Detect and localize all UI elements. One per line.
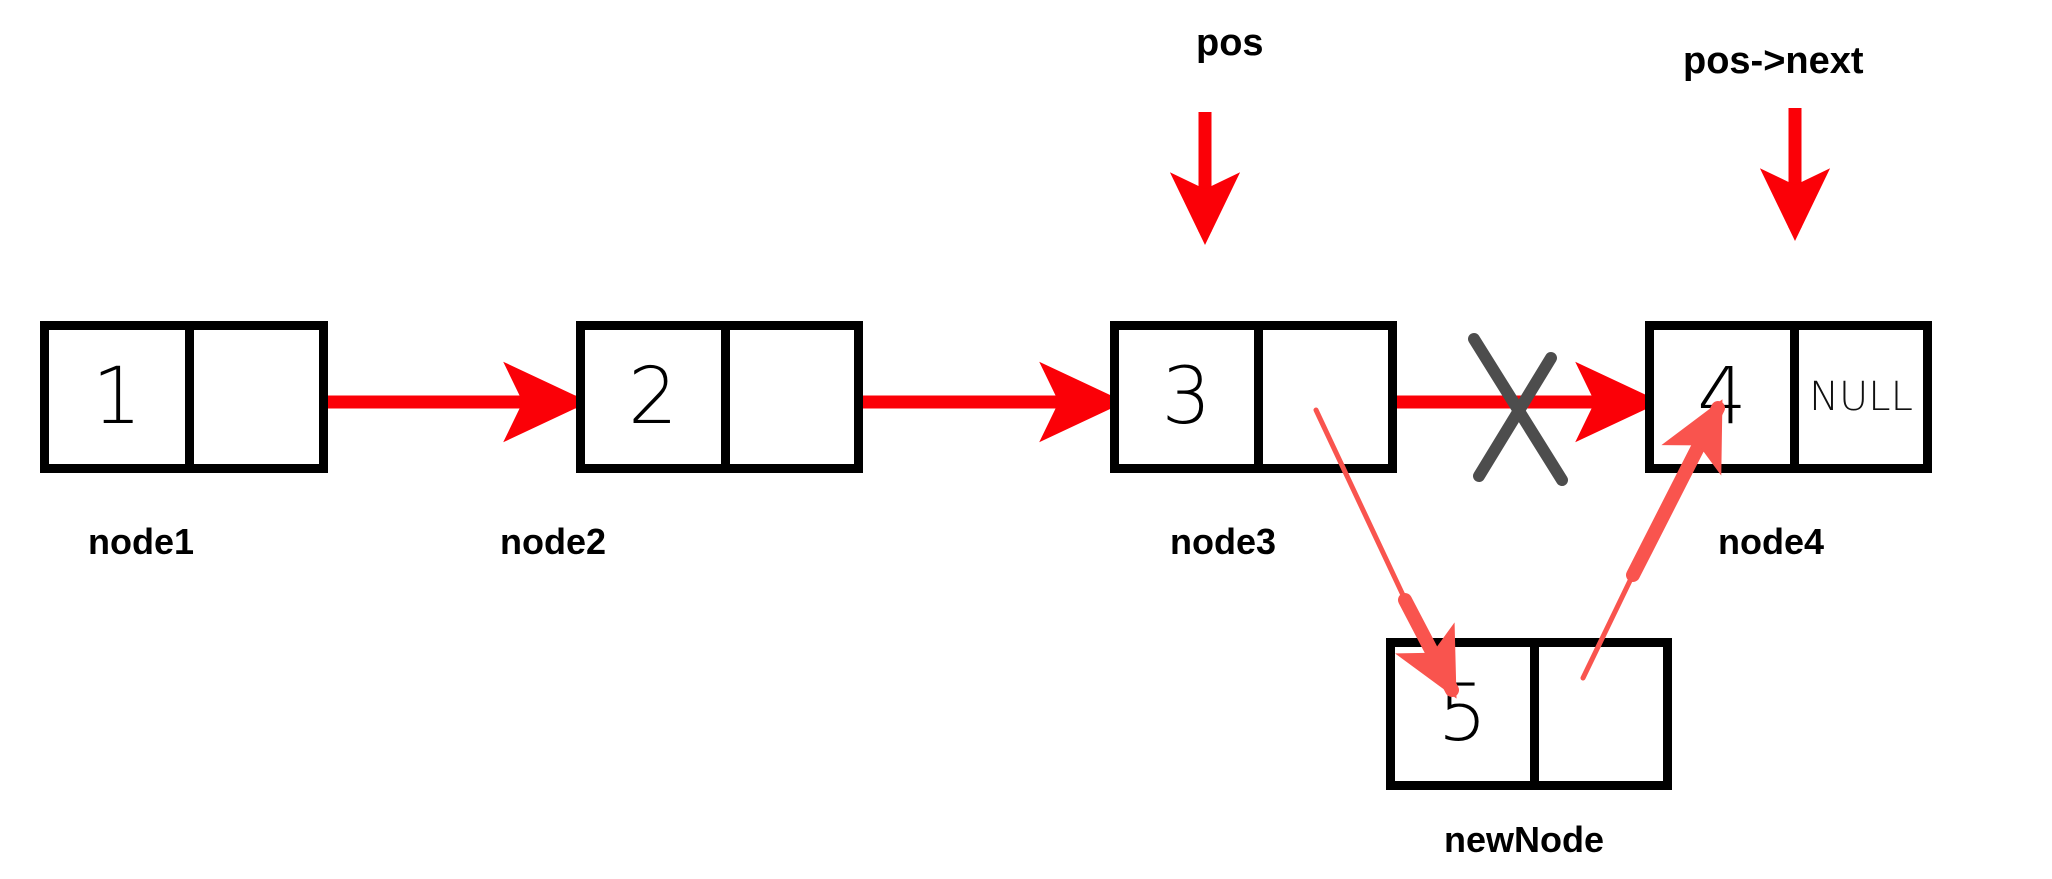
newnode-data-cell: 5 — [1395, 647, 1539, 781]
caption-node2: node2 — [500, 521, 607, 562]
newnode-next-cell — [1539, 647, 1663, 781]
pointer-label-pos-next: pos->next — [1683, 40, 1864, 82]
node3-value: 3 — [1161, 352, 1212, 442]
newnode-value: 5 — [1437, 669, 1488, 759]
caption-node3: node3 — [1170, 521, 1277, 562]
node-node4[interactable]: 4 NULL — [1645, 321, 1932, 473]
node4-next-text: NULL — [1809, 374, 1913, 420]
caption-node4: node4 — [1718, 521, 1825, 562]
node2-value: 2 — [628, 352, 678, 442]
node1-value: 1 — [92, 352, 142, 442]
node1-data-cell: 1 — [49, 330, 194, 464]
caption-newnode: newNode — [1444, 819, 1605, 860]
node-node3[interactable]: 3 — [1110, 321, 1397, 473]
node3-data-cell: 3 — [1119, 330, 1263, 464]
pointer-label-pos: pos — [1196, 22, 1264, 64]
caption-node1: node1 — [88, 521, 195, 562]
node-node2[interactable]: 2 — [576, 321, 863, 473]
node2-data-cell: 2 — [585, 330, 730, 464]
node3-next-cell — [1263, 330, 1388, 464]
node2-next-cell — [730, 330, 854, 464]
node-newnode[interactable]: 5 — [1386, 638, 1672, 790]
x-cross-mark — [1468, 333, 1568, 486]
node1-next-cell — [194, 330, 319, 464]
node4-next-cell: NULL — [1799, 330, 1923, 464]
node4-value: 4 — [1697, 352, 1747, 442]
node4-data-cell: 4 — [1654, 330, 1799, 464]
node-node1[interactable]: 1 — [40, 321, 328, 473]
